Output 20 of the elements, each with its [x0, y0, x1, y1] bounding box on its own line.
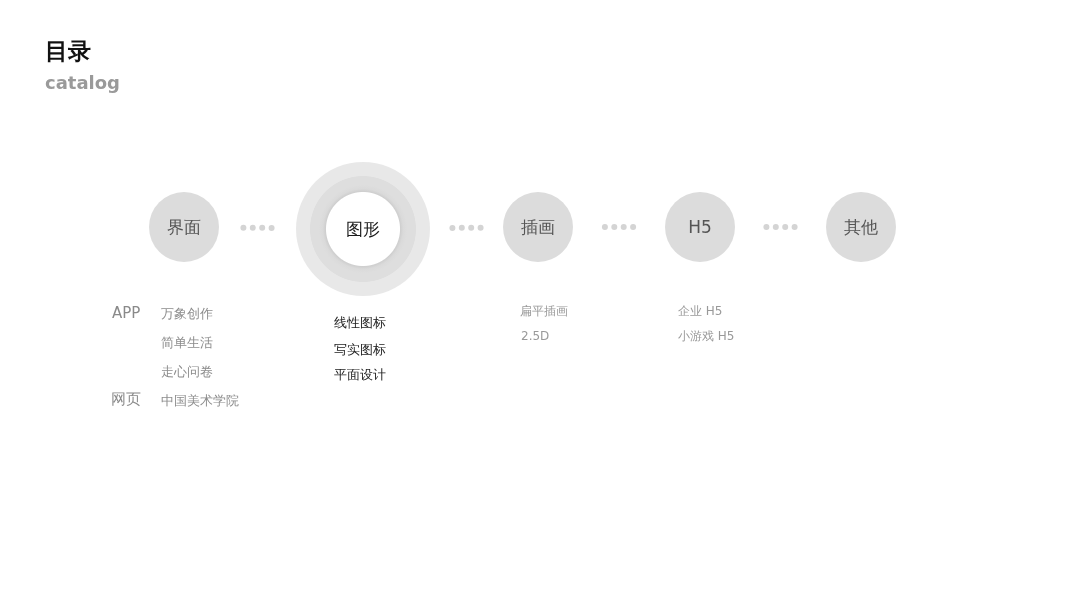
list-item: 扁平插画 [520, 303, 568, 319]
list-item: 线性图标 [334, 313, 386, 331]
list-item: 写实图标 [334, 340, 386, 358]
circle-label: 图形 [346, 219, 380, 239]
page-title: 目录 [45, 37, 91, 65]
circle-label: H5 [688, 217, 712, 237]
circle-label: 其他 [844, 217, 878, 237]
circle-label: 界面 [167, 217, 201, 237]
list-item: 小游戏 H5 [678, 328, 735, 344]
list-item: 万象创作 [161, 304, 213, 322]
list-item: 中国美术学院 [161, 391, 239, 409]
list-item: 企业 H5 [678, 303, 723, 319]
list-item: 简单生活 [161, 333, 213, 351]
list-item: 2.5D [521, 328, 550, 344]
list-item: 平面设计 [334, 365, 386, 383]
circle-label: 插画 [521, 217, 555, 237]
list-item: 走心问卷 [161, 362, 213, 380]
section-label: APP [112, 303, 141, 323]
subtitle: catalog [45, 72, 120, 94]
section-label: 网页 [111, 389, 141, 409]
